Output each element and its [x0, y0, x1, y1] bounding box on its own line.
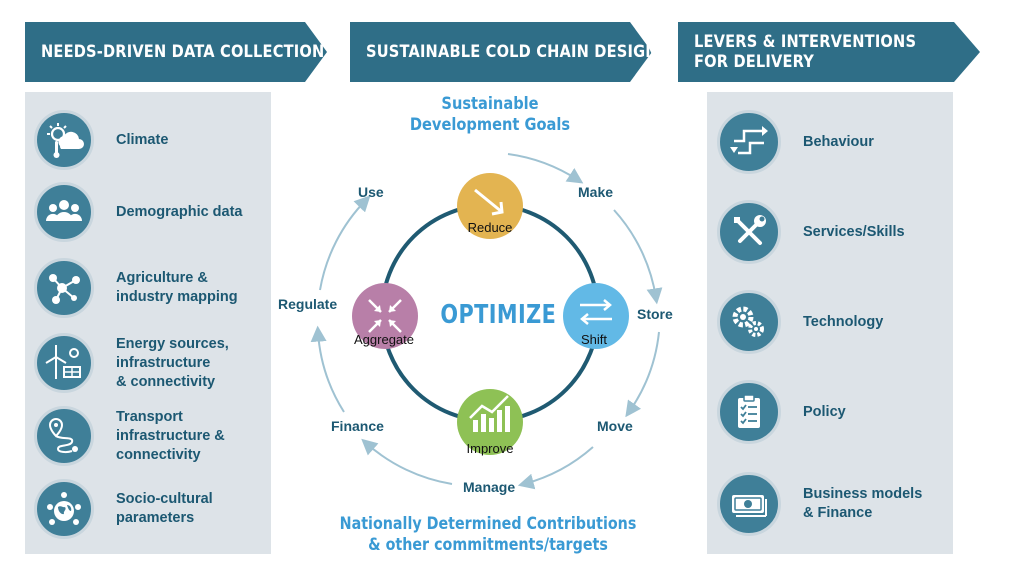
cycle-diagram — [310, 153, 663, 490]
data-collection-panel: Climate Demographic data Agriculture & i… — [25, 92, 271, 554]
list-item-business-models: Business models & Finance — [707, 472, 953, 536]
banner-data-collection: NEEDS-DRIVEN DATA COLLECTION — [25, 22, 327, 82]
list-item-socio-cultural: Socio-cultural parameters — [25, 479, 271, 539]
banner-shape — [678, 22, 980, 82]
route-icon — [34, 406, 94, 466]
node-reduce — [457, 173, 523, 239]
stage-store: Store — [637, 306, 673, 322]
list-item-behaviour: Behaviour — [707, 110, 953, 174]
people-icon — [34, 182, 94, 242]
banner-shape — [350, 22, 652, 82]
money-icon — [717, 472, 781, 536]
banner-shape — [25, 22, 327, 82]
item-label: Behaviour — [803, 133, 874, 150]
list-item-demographic: Demographic data — [25, 182, 271, 242]
item-label: Energy sources, infrastructure & connect… — [116, 335, 229, 390]
ndc-label: Nationally Determined Contributions & ot… — [330, 514, 646, 556]
optimize-label: OPTIMIZE — [440, 300, 557, 330]
banner-levers: LEVERS & INTERVENTIONS FOR DELIVERY — [678, 22, 980, 82]
item-label: Services/Skills — [803, 223, 905, 240]
banner-title-line: FOR DELIVERY — [694, 52, 815, 72]
list-item-agriculture: Agriculture & industry mapping — [25, 258, 271, 318]
levers-panel: Behaviour Services/Skills Technology Pol… — [707, 92, 953, 554]
node-label-reduce: Reduce — [467, 220, 513, 235]
list-item-energy: Energy sources, infrastructure & connect… — [25, 333, 271, 393]
item-label: Policy — [803, 403, 846, 420]
climate-icon — [34, 110, 94, 170]
list-item-policy: Policy — [707, 380, 953, 444]
banner-title: NEEDS-DRIVEN DATA COLLECTION — [41, 42, 325, 62]
list-item-services: Services/Skills — [707, 200, 953, 264]
clipboard-icon — [717, 380, 781, 444]
node-label-aggregate: Aggregate — [354, 332, 414, 347]
node-improve — [457, 389, 523, 455]
node-shift — [563, 283, 629, 349]
list-item-transport: Transport infrastructure & connectivity — [25, 406, 271, 466]
stage-regulate: Regulate — [278, 296, 338, 312]
banner-cold-chain-design: SUSTAINABLE COLD CHAIN DESIGN — [350, 22, 658, 82]
stage-use: Use — [358, 184, 384, 200]
node-label-shift: Shift — [580, 332, 607, 347]
banner-title: LEVERS & INTERVENTIONS FOR DELIVERY — [694, 22, 916, 82]
outer-flow-arrows — [310, 153, 663, 490]
item-label: Socio-cultural parameters — [116, 491, 213, 526]
sdg-label: Sustainable Development Goals — [404, 94, 576, 136]
stage-finance: Finance — [331, 418, 384, 434]
item-label: Demographic data — [116, 203, 243, 220]
stage-make: Make — [578, 184, 614, 200]
node-label-improve: Improve — [466, 441, 514, 456]
goal-line: & other commitments/targets — [368, 535, 608, 555]
gears-icon — [717, 290, 781, 354]
item-label: Agriculture & industry mapping — [116, 270, 238, 305]
node-aggregate — [352, 283, 418, 349]
goal-line: Development Goals — [409, 115, 571, 135]
arrows-icon — [717, 110, 781, 174]
list-item-technology: Technology — [707, 290, 953, 354]
globe-people-icon — [34, 479, 94, 539]
list-item-climate: Climate — [25, 110, 271, 170]
item-label: Transport infrastructure & connectivity — [116, 408, 225, 463]
tools-icon — [717, 200, 781, 264]
item-label: Technology — [803, 313, 884, 330]
item-label: Business models & Finance — [803, 486, 923, 521]
stage-manage: Manage — [463, 479, 516, 495]
banner-title: SUSTAINABLE COLD CHAIN DESIGN — [366, 42, 658, 62]
goal-line: Sustainable — [441, 94, 539, 114]
network-icon — [34, 258, 94, 318]
stage-move: Move — [597, 418, 633, 434]
goal-line: Nationally Determined Contributions — [339, 514, 637, 534]
item-label: Climate — [116, 131, 169, 148]
energy-icon — [34, 333, 94, 393]
banner-title-line: LEVERS & INTERVENTIONS — [694, 32, 917, 52]
